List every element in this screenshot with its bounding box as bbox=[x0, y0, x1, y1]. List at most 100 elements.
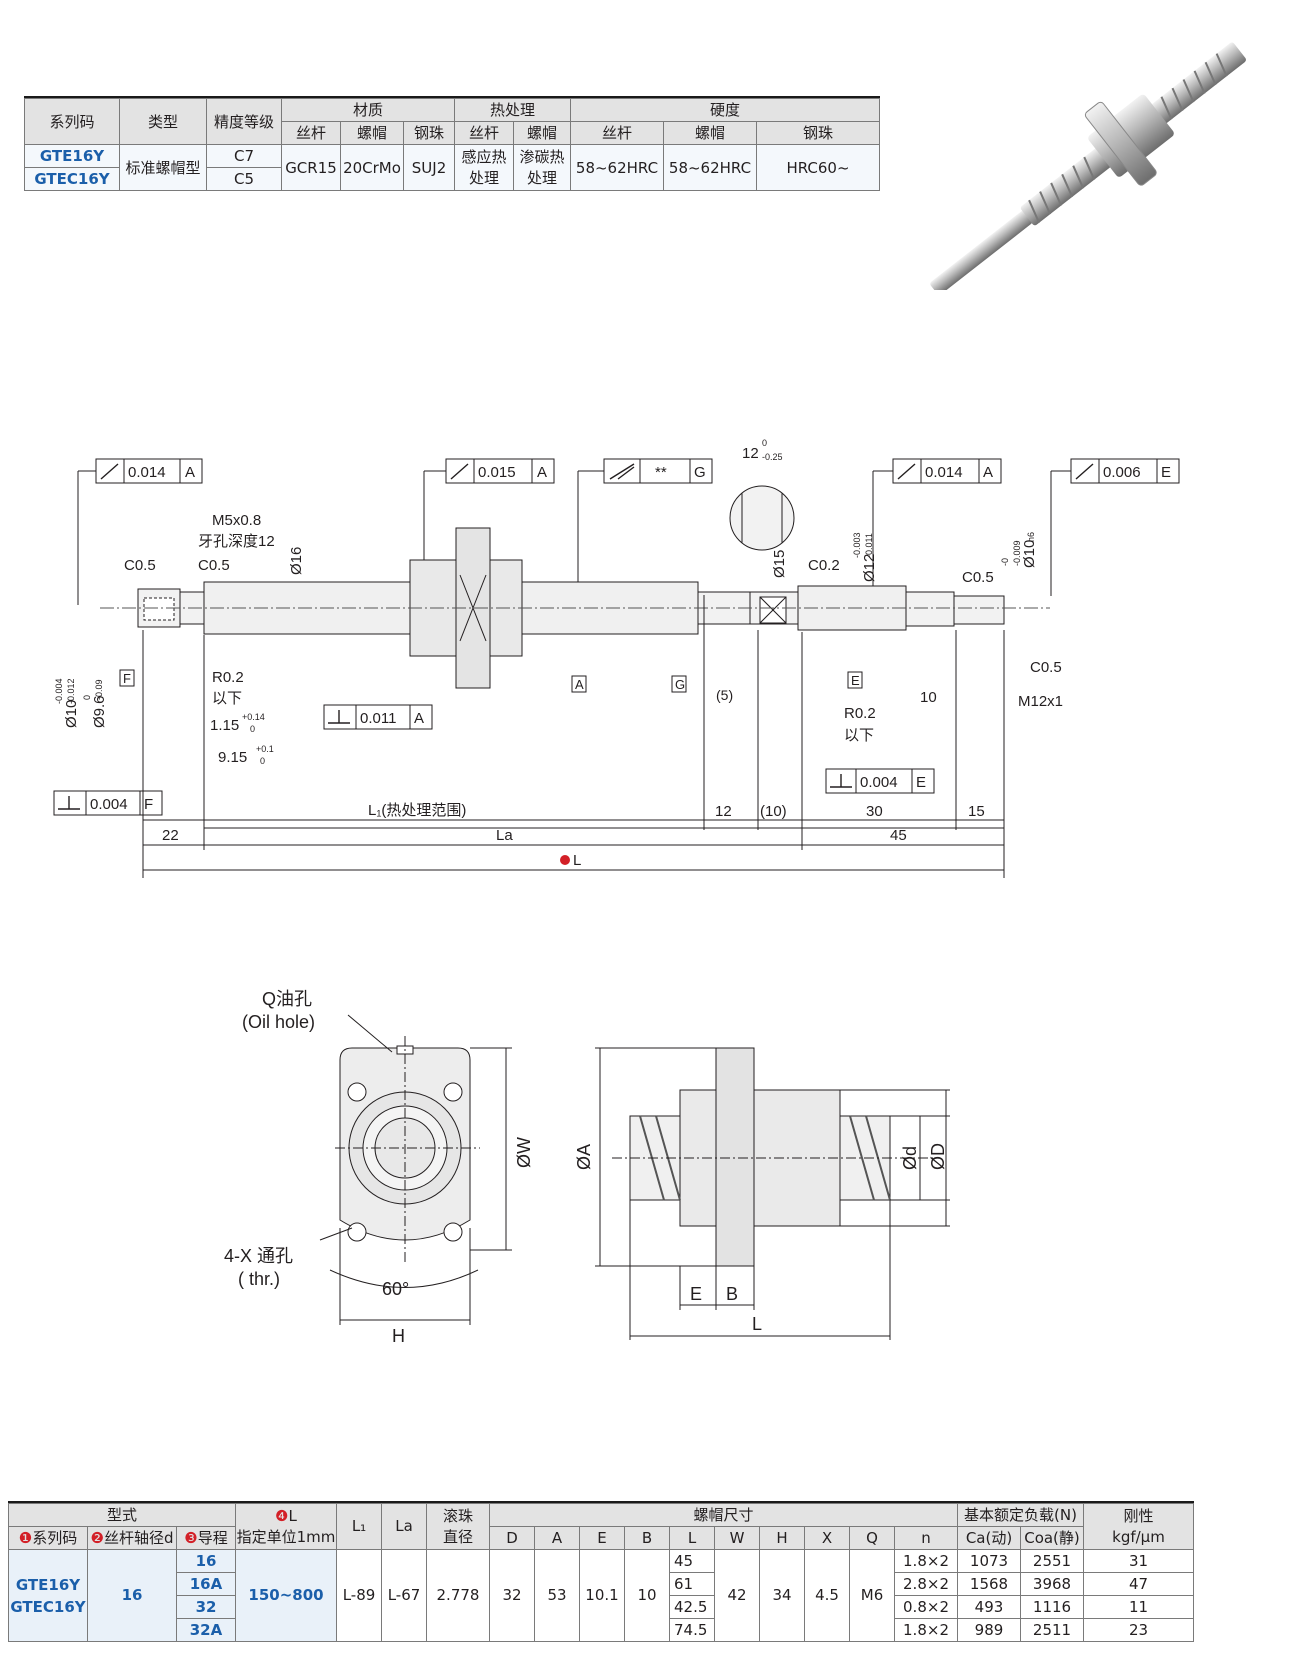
header-load: 基本额定负载(N) bbox=[957, 1503, 1084, 1527]
header-type: 类型 bbox=[119, 98, 207, 145]
note-c05-c: C0.5 bbox=[962, 569, 994, 586]
gdt-datum-4: A bbox=[983, 464, 993, 481]
label-oil-hole: (Oil hole) bbox=[242, 1012, 315, 1032]
dim-w12-lo: -0.25 bbox=[762, 452, 783, 462]
header-col-d: D bbox=[489, 1526, 535, 1550]
dim-115-up: +0.14 bbox=[242, 712, 265, 722]
hardness-ball: HRC60~ bbox=[756, 144, 880, 191]
dim-w12: 12 bbox=[742, 445, 759, 462]
lead-16a: 16A bbox=[176, 1572, 236, 1596]
l-value-1: 45 bbox=[669, 1549, 715, 1573]
la-value: L-67 bbox=[381, 1549, 427, 1642]
header-series-code: 系列码 bbox=[24, 98, 120, 145]
datum-a: A bbox=[575, 677, 584, 692]
header-hardness: 硬度 bbox=[570, 98, 880, 122]
shaft-diameter: 16 bbox=[87, 1549, 177, 1642]
header-lead: ❸导程 bbox=[176, 1526, 236, 1550]
rig-value-2: 47 bbox=[1083, 1572, 1194, 1596]
label-e: E bbox=[690, 1284, 702, 1304]
header-coa: Coa(静) bbox=[1020, 1526, 1084, 1550]
dim-d10h6-lo: -0.009 bbox=[1012, 540, 1022, 566]
gdt-datum-3: G bbox=[694, 464, 706, 481]
l-value-3: 42.5 bbox=[669, 1595, 715, 1619]
dim-45: 45 bbox=[890, 827, 907, 844]
label-thr: ( thr.) bbox=[238, 1269, 280, 1289]
header-col-q: Q bbox=[849, 1526, 895, 1550]
gdt-datum-2: A bbox=[537, 464, 547, 481]
gdt-datum-5: E bbox=[1161, 464, 1171, 481]
ball-screw-photo bbox=[930, 42, 1246, 290]
note-r02-b: R0.2 bbox=[844, 705, 876, 722]
hardness-screw: 58~62HRC bbox=[570, 144, 664, 191]
header-heat-nut: 螺帽 bbox=[513, 121, 571, 145]
note-c05-b: C0.5 bbox=[198, 557, 230, 574]
header-hardness-ball: 钢珠 bbox=[756, 121, 880, 145]
coa-value-1: 2551 bbox=[1020, 1549, 1084, 1573]
dim-h6: h6 bbox=[1026, 532, 1036, 542]
rig-value-3: 11 bbox=[1083, 1595, 1194, 1619]
dim-915-lo: 0 bbox=[260, 756, 265, 766]
rig-value-1: 31 bbox=[1083, 1549, 1194, 1573]
dim-d10h6-up: -0 bbox=[1000, 558, 1010, 566]
q-value: M6 bbox=[849, 1549, 895, 1642]
hardness-nut: 58~62HRC bbox=[663, 144, 757, 191]
gdt-datum-6: A bbox=[414, 710, 424, 727]
b-value: 10 bbox=[624, 1549, 670, 1642]
h-value: 34 bbox=[759, 1549, 805, 1642]
header-col-w: W bbox=[714, 1526, 760, 1550]
dim-d96-up: 0 bbox=[82, 695, 92, 700]
dim-30: 30 bbox=[866, 803, 883, 820]
note-below-a: 以下 bbox=[212, 690, 242, 707]
label-a: ØA bbox=[574, 1144, 594, 1170]
header-la: La bbox=[381, 1503, 427, 1550]
material-spec-table: 系列码 类型 精度等级 材质 热处理 硬度 丝杆 螺帽 钢珠 丝杆 螺帽 丝杆 … bbox=[24, 98, 880, 191]
lead-16: 16 bbox=[176, 1549, 236, 1573]
header-col-n: n bbox=[894, 1526, 958, 1550]
dim-22: 22 bbox=[162, 827, 179, 844]
dim-d96-lo: -0.09 bbox=[94, 679, 104, 700]
type-value: 标准螺帽型 bbox=[119, 144, 207, 191]
dim-d10-up: -0.004 bbox=[54, 678, 64, 704]
gdt-value-2: 0.015 bbox=[478, 464, 516, 481]
label-h: H bbox=[392, 1326, 405, 1346]
l-value-2: 61 bbox=[669, 1572, 715, 1596]
note-thread-depth: 牙孔深度12 bbox=[198, 533, 275, 550]
table-bottom-rule bbox=[8, 1501, 1194, 1504]
label-l: L bbox=[752, 1314, 762, 1334]
header-heat-screw: 丝杆 bbox=[454, 121, 514, 145]
shaft-drawing: 0.014 A 0.015 A ** G 0.014 A 0.006 E 0.0… bbox=[53, 438, 1180, 1346]
gdt-value-5: 0.006 bbox=[1103, 464, 1141, 481]
note-c05-d: C0.5 bbox=[1030, 659, 1062, 676]
header-l: ❹L 指定单位1mm bbox=[235, 1503, 337, 1550]
e-value: 10.1 bbox=[579, 1549, 625, 1642]
dim-l: L bbox=[573, 852, 581, 869]
ca-value-1: 1073 bbox=[957, 1549, 1021, 1573]
header-col-x: X bbox=[804, 1526, 850, 1550]
header-series: ❶系列码 bbox=[8, 1526, 88, 1550]
label-q-oil: Q油孔 bbox=[262, 989, 312, 1009]
note-r02-a: R0.2 bbox=[212, 669, 244, 686]
dim-15: 15 bbox=[968, 803, 985, 820]
label-b: B bbox=[726, 1284, 738, 1304]
note-m12: M12x1 bbox=[1018, 693, 1063, 710]
ca-value-3: 493 bbox=[957, 1595, 1021, 1619]
header-col-h: H bbox=[759, 1526, 805, 1550]
label-w: ØW bbox=[514, 1137, 534, 1168]
header-precision: 精度等级 bbox=[206, 98, 282, 145]
header-col-e: E bbox=[579, 1526, 625, 1550]
dim-d10: Ø10 bbox=[63, 700, 80, 728]
a-value: 53 bbox=[534, 1549, 580, 1642]
n-value-4: 1.8×2 bbox=[894, 1618, 958, 1642]
dim-d10-lo: -0.012 bbox=[66, 678, 76, 704]
note-m5: M5x0.8 bbox=[212, 512, 261, 529]
dim-l1: L₁(热处理范围) bbox=[368, 802, 466, 819]
header-ball: 滚珠直径 bbox=[426, 1503, 490, 1550]
note-below-b: 以下 bbox=[844, 727, 874, 744]
x-value: 4.5 bbox=[804, 1549, 850, 1642]
n-value-1: 1.8×2 bbox=[894, 1549, 958, 1573]
header-material-screw: 丝杆 bbox=[281, 121, 341, 145]
ca-value-2: 1568 bbox=[957, 1572, 1021, 1596]
header-ca: Ca(动) bbox=[957, 1526, 1021, 1550]
datum-f: F bbox=[123, 671, 131, 686]
gdt-value-3: ** bbox=[655, 464, 667, 481]
